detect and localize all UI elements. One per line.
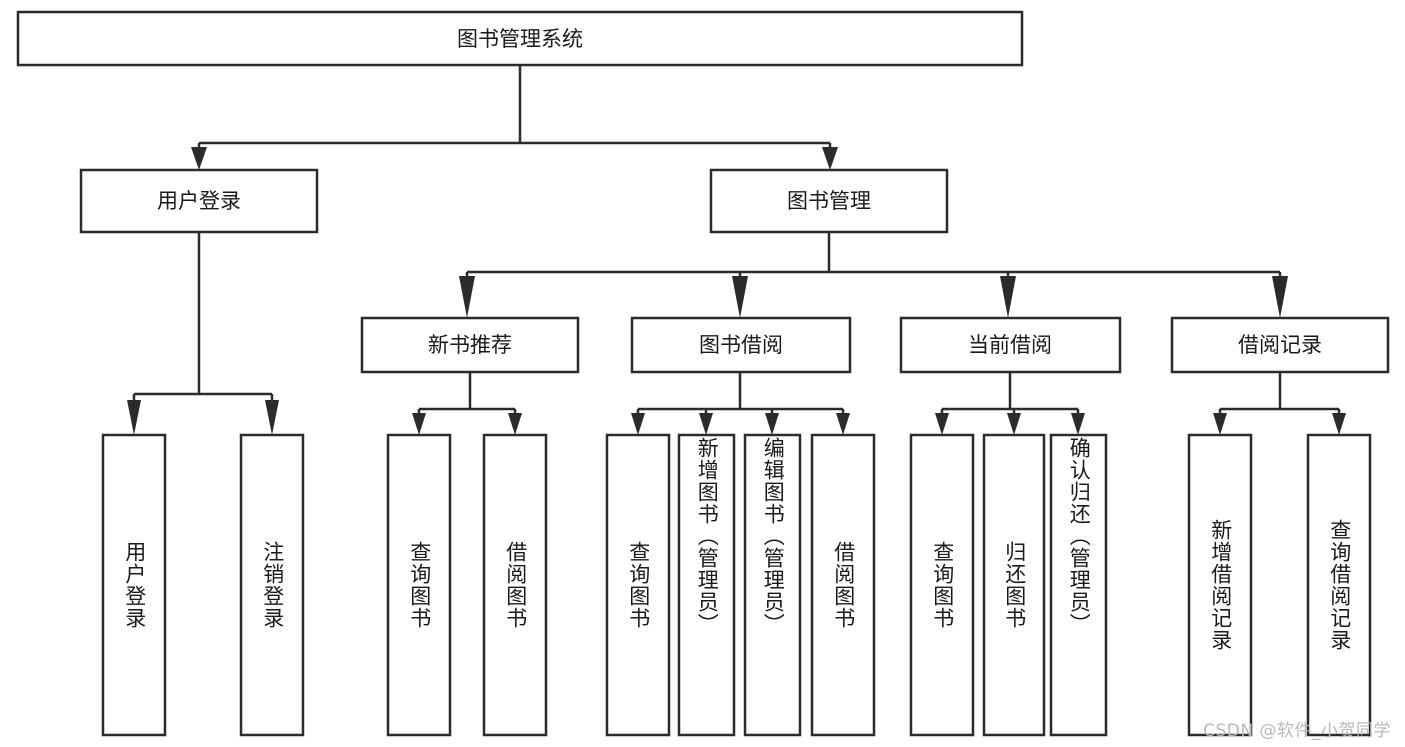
leaf-box-query-record[interactable] (1306, 433, 1372, 737)
node-root-label: 图书管理系统 (457, 27, 583, 51)
arrow-icon-leaf-userlogin (127, 400, 141, 435)
connector-borrowrecord-to-leaves (1213, 372, 1346, 435)
node-book-manage-label: 图书管理 (787, 189, 871, 213)
leaf-box-query-book-1[interactable] (386, 433, 452, 737)
arrow-icon-newbook (459, 276, 475, 318)
node-borrow-record-label: 借阅记录 (1238, 333, 1322, 357)
node-new-book-recommend-box[interactable] (360, 316, 580, 374)
leaf-box-query-book-2[interactable] (605, 433, 671, 737)
arrow-icon-leaf-addbook (699, 413, 713, 435)
node-root-box[interactable] (16, 10, 1024, 67)
node-book-manage-box[interactable] (709, 168, 949, 234)
node-user-login[interactable]: 用户登录 (79, 168, 319, 234)
arrow-icon-leaf-query1 (412, 413, 426, 435)
arrow-icon-leaf-confirmreturn (1071, 413, 1085, 435)
leaf-box-borrow-book-2[interactable] (810, 433, 876, 737)
arrow-icon-leaf-queryrecord (1332, 413, 1346, 435)
node-current-borrow-label: 当前借阅 (968, 333, 1052, 357)
arrow-icon-bookborrow (732, 276, 748, 318)
arrow-icon-leaf-borrow1 (508, 413, 522, 435)
arrow-icon-book-manage (822, 147, 838, 170)
node-book-borrow-box[interactable] (630, 316, 852, 374)
arrow-icon-user-login (191, 147, 207, 170)
arrow-icon-leaf-return (1007, 413, 1021, 435)
leaf-box-return-book[interactable] (982, 433, 1046, 737)
node-new-book-recommend-label: 新书推荐 (428, 333, 512, 357)
arrow-icon-leaf-query3 (935, 413, 949, 435)
arrow-icon-leaf-query2 (631, 413, 645, 435)
node-current-borrow[interactable]: 当前借阅 (899, 316, 1122, 374)
arrow-icon-currentborrow (1000, 276, 1016, 318)
leaf-box-add-record[interactable] (1187, 433, 1253, 737)
arrow-icon-leaf-editbook (765, 413, 779, 435)
node-borrow-record-box[interactable] (1170, 316, 1390, 374)
node-new-book-recommend[interactable]: 新书推荐 (360, 316, 580, 374)
arrow-icon-leaf-logout (265, 400, 279, 435)
node-book-borrow-label: 图书借阅 (699, 333, 783, 357)
connector-newbook-to-leaves (412, 372, 522, 435)
leaf-box-confirm-return[interactable] (1049, 433, 1108, 737)
node-book-manage[interactable]: 图书管理 (709, 168, 949, 234)
watermark-text: CSDN @软件_小贺同学 (1203, 721, 1391, 741)
connector-bookmanage-to-level3 (459, 232, 1288, 318)
connector-currentborrow-to-leaves (935, 372, 1085, 435)
leaf-box-edit-book[interactable] (743, 433, 802, 737)
leaf-box-query-book-3[interactable] (909, 433, 975, 737)
arrow-icon-leaf-borrow2 (836, 413, 850, 435)
node-book-borrow[interactable]: 图书借阅 (630, 316, 852, 374)
node-borrow-record[interactable]: 借阅记录 (1170, 316, 1390, 374)
connector-bookborrow-to-leaves (631, 372, 850, 435)
leaf-box-borrow-book-1[interactable] (482, 433, 548, 737)
node-user-login-box[interactable] (79, 168, 319, 234)
arrow-icon-leaf-addrecord (1213, 413, 1227, 435)
arrow-icon-borrowrecord (1272, 276, 1288, 318)
node-current-borrow-box[interactable] (899, 316, 1122, 374)
leaf-box-add-book[interactable] (677, 433, 736, 737)
connector-root-to-level2 (191, 65, 838, 170)
node-user-login-label: 用户登录 (157, 189, 241, 213)
leaf-box-logout[interactable] (239, 433, 305, 737)
node-root[interactable]: 图书管理系统 (16, 10, 1024, 67)
connector-userlogin-to-leaves (127, 232, 279, 435)
leaf-box-user-login[interactable] (101, 433, 167, 737)
